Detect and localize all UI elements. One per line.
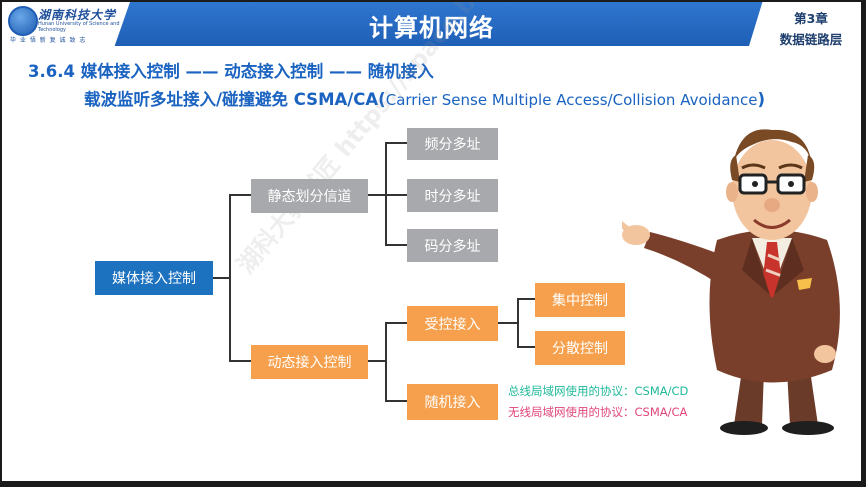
connector: [385, 322, 407, 324]
university-logo: 湖南科技大学 Hunan University of Science and T…: [2, 2, 130, 46]
connector: [385, 142, 407, 144]
note-wireless-lan-protocol: 无线局域网使用的协议：CSMA/CA: [508, 405, 688, 419]
logo-name: 湖南科技大学: [38, 8, 117, 22]
slide: 湖南科技大学 Hunan University of Science and T…: [2, 2, 861, 481]
chapter-box: 第3章 数据链路层: [749, 2, 861, 46]
connector: [385, 194, 407, 196]
logo-subtitle: Hunan University of Science and Technolo…: [38, 21, 120, 33]
node-static-channel-division: 静态划分信道: [251, 179, 368, 213]
connector: [385, 400, 407, 402]
connector: [517, 298, 535, 300]
node-random-access: 随机接入: [407, 384, 498, 420]
heading-en: Carrier Sense Multiple Access/Collision …: [385, 91, 758, 109]
connector: [368, 194, 386, 196]
connector: [229, 194, 251, 196]
section-heading: 3.6.4 媒体接入控制 —— 动态接入控制 —— 随机接入: [28, 62, 434, 81]
node-dynamic-access-control: 动态接入控制: [251, 345, 368, 379]
heading-close-paren: ): [757, 90, 766, 109]
connector: [229, 360, 251, 362]
node-centralized-control: 集中控制: [535, 283, 625, 317]
connector: [517, 298, 519, 348]
chapter-number: 第3章: [794, 11, 828, 26]
connector: [517, 346, 535, 348]
logo-motto: 毕 业 悟 新 复 诚 致 志: [10, 37, 87, 44]
heading-cn: 载波监听多址接入/碰撞避免 CSMA/CA: [84, 90, 379, 109]
course-title: 计算机网络: [369, 14, 494, 42]
connector: [385, 244, 407, 246]
node-distributed-control: 分散控制: [535, 331, 625, 365]
connector: [229, 194, 231, 362]
node-fdma: 频分多址: [407, 128, 498, 160]
heading-open-paren: (: [378, 90, 386, 109]
connector: [213, 277, 230, 279]
chapter-name: 数据链路层: [779, 32, 843, 47]
node-cdma: 码分多址: [407, 229, 498, 262]
cartoon-teacher-illustration: [622, 129, 840, 435]
node-controlled-access: 受控接入: [407, 306, 498, 341]
university-emblem-icon: [8, 6, 38, 36]
node-media-access-control: 媒体接入控制: [95, 261, 213, 295]
connector: [385, 322, 387, 402]
connector: [498, 322, 518, 324]
subsection-heading: 载波监听多址接入/碰撞避免 CSMA/CA(Carrier Sense Mult…: [84, 86, 765, 110]
header-bar: 湖南科技大学 Hunan University of Science and T…: [2, 2, 861, 46]
node-tdma: 时分多址: [407, 179, 498, 212]
note-bus-lan-protocol: 总线局域网使用的协议：CSMA/CD: [508, 384, 689, 398]
connector: [368, 360, 386, 362]
